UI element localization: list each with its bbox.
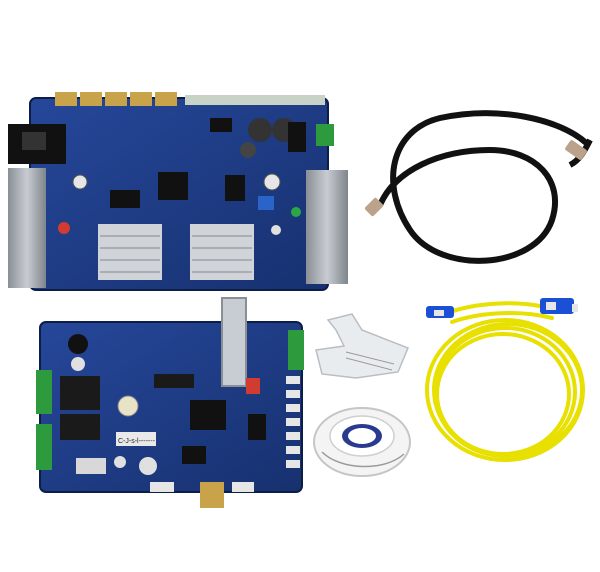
terminal-block-3 (288, 330, 304, 370)
processor-chip (190, 400, 226, 430)
small-board-label (116, 432, 156, 446)
main-processor (158, 172, 188, 200)
left-heatsink (8, 168, 46, 288)
black-cable (364, 110, 593, 264)
small-board-label-text: C-J-s-l------- (118, 438, 156, 445)
main-board-terminal (316, 124, 334, 146)
small-board: C-J-s-l------- (36, 297, 304, 508)
bottom-connector (200, 482, 224, 508)
cable-end-2 (364, 197, 384, 217)
main-board-top-connectors (55, 92, 325, 106)
fiber-connector-right (540, 298, 574, 314)
main-board (8, 92, 348, 291)
capacitor-1 (248, 118, 272, 142)
coin-battery (117, 395, 139, 417)
fiber-connectors (426, 298, 578, 318)
sfp-module (221, 297, 247, 387)
fiber-optic-cable (425, 301, 585, 462)
terminal-block-1 (36, 370, 52, 414)
cable-end-1 (565, 140, 587, 160)
memory-chip-left (98, 224, 162, 280)
tape-roll (313, 407, 411, 477)
memory-chip-right (190, 224, 254, 280)
ribbon-cable (315, 313, 409, 379)
right-heatsink (306, 170, 348, 284)
terminal-block-2 (36, 424, 52, 470)
